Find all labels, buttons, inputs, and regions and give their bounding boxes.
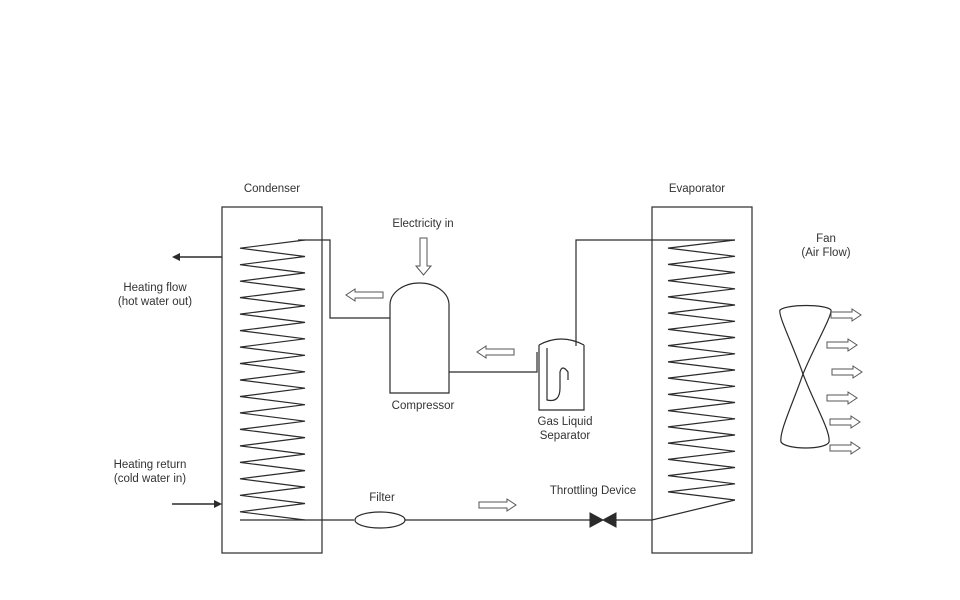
filter xyxy=(354,511,406,529)
fan-label-line1: Fan xyxy=(816,233,836,245)
heating-return-label: Heating return (cold water in) xyxy=(95,458,205,486)
airflow-arrow xyxy=(831,365,863,379)
evaporator-box xyxy=(651,206,753,554)
condenser-label: Condenser xyxy=(243,183,301,195)
pipe-compressor-separator xyxy=(449,352,538,373)
electricity-label: Electricity in xyxy=(392,218,454,230)
condenser-coil xyxy=(239,239,306,521)
flow-arrow-filter-to-throttle xyxy=(478,498,517,512)
condenser-box xyxy=(221,206,323,554)
throttling-device xyxy=(589,512,617,528)
airflow-arrow xyxy=(830,308,862,322)
heating-return-line2: (cold water in) xyxy=(113,473,187,485)
heating-return-line1: Heating return xyxy=(113,459,187,471)
separator-label: Gas Liquid Separator xyxy=(520,415,610,443)
pipe-throttle-evaporator xyxy=(616,499,736,521)
separator-inner-tube xyxy=(546,348,569,402)
airflow-arrow xyxy=(829,415,861,429)
flow-arrow-compressor-to-condenser xyxy=(345,288,384,302)
pipe-condenser-compressor xyxy=(298,239,390,319)
compressor xyxy=(389,282,450,394)
heating-flow-arrowhead xyxy=(172,253,180,261)
pipe-separator-evaporator xyxy=(575,239,735,346)
filter-label: Filter xyxy=(369,492,395,504)
evaporator-coil xyxy=(667,239,736,501)
heating-return-arrowhead xyxy=(214,500,222,508)
fan-label: Fan (Air Flow) xyxy=(786,232,866,260)
heating-flow-label: Heating flow (hot water out) xyxy=(100,281,210,309)
throttling-label: Throttling Device xyxy=(549,485,637,497)
airflow-arrows xyxy=(826,308,863,455)
airflow-arrow xyxy=(826,338,858,352)
heating-flow-line1: Heating flow xyxy=(123,282,187,294)
airflow-arrow xyxy=(829,441,861,455)
fan-label-line2: (Air Flow) xyxy=(801,247,851,259)
flow-arrow-separator-to-compressor xyxy=(476,345,515,359)
separator-label-line2: Separator xyxy=(539,430,591,442)
airflow-arrow xyxy=(826,391,858,405)
fan-blade-top xyxy=(779,304,832,376)
evaporator-label: Evaporator xyxy=(668,183,726,195)
compressor-label: Compressor xyxy=(391,400,455,412)
fan-blade-bottom xyxy=(780,372,830,449)
electricity-arrow xyxy=(414,237,433,276)
separator-label-line1: Gas Liquid xyxy=(537,416,593,428)
gas-liquid-separator xyxy=(538,338,585,411)
heating-flow-line2: (hot water out) xyxy=(117,296,193,308)
